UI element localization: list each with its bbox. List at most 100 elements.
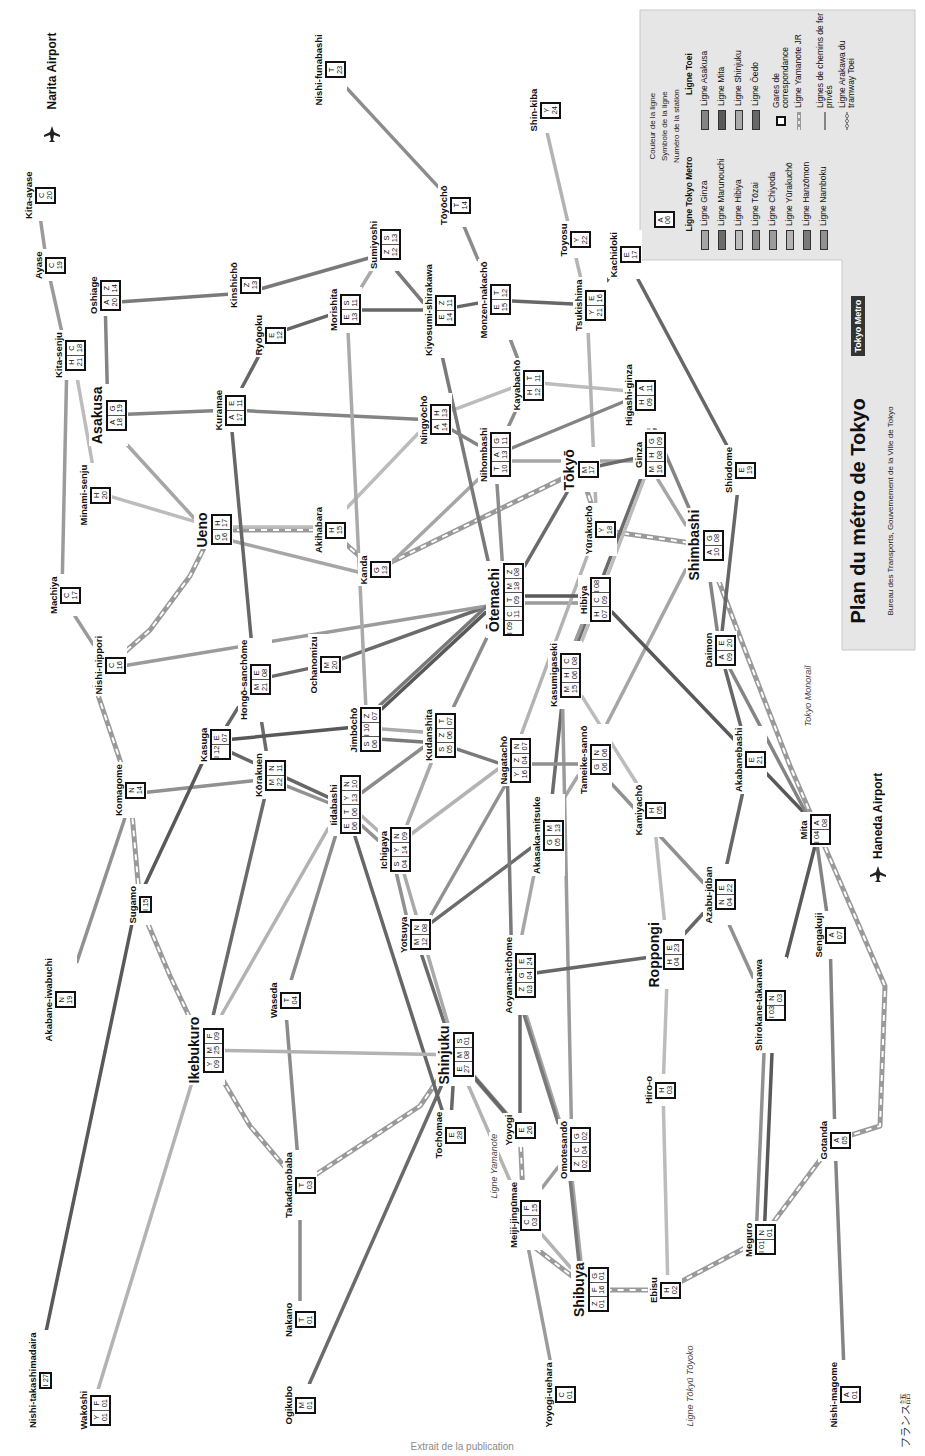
line-name: Ligne Yamanote [489,1132,499,1201]
metro-line-segment [600,459,634,466]
station-node: TōkyōM 17 [561,447,600,492]
station-name: Kita-ayase [24,171,34,219]
station-node: Aoyama-itchōmeZ 03G 04E 24 [503,935,537,1016]
metro-line-segment [511,341,518,358]
station-code: A 14 [432,420,449,433]
station-name: Kōrakuen [254,753,264,797]
station-name: Kachidoki [609,232,619,277]
station-code: A 05 [832,1134,849,1147]
station-name: Nakano [284,1303,294,1337]
station-code-box: A 14H 13 [430,404,451,435]
metro-line-segment [407,763,432,826]
legend-note: Couleur de la ligne [648,91,657,162]
station-name: Monzen-nakachō [479,261,489,338]
metro-line-segment [112,497,194,521]
metro-line-segment [227,708,238,726]
station-code-box: H 02 [660,1282,681,1299]
station-code-box: S 04Y 14N 09 [390,828,411,873]
yamanote-loop [95,470,885,1290]
station-name: Hibiya [579,586,589,615]
metro-line-segment [512,301,573,304]
legend-text: Ligne Ginza [700,181,709,226]
station-name: Aoyama-itchōme [504,937,514,1014]
station-name: Kuramae [214,390,224,431]
metro-line-segment [656,838,665,921]
station-code-box: T 03 [295,1177,316,1194]
station-code: N 01 [757,1226,774,1240]
station-code: T 06 [342,806,359,820]
legend-note: Symbole de la ligne [660,89,669,163]
metro-line-segment [147,781,253,792]
station-code: H 03 [657,1084,674,1097]
station-code: Y 14 [392,844,409,858]
station-code: Z 03 [517,983,534,996]
metro-line-segment [362,308,423,312]
station-code-box: H 07C 09I 08 [590,578,611,623]
station-name: Nishi-funabashi [314,34,324,105]
metro-line-segment [382,613,486,709]
legend-item: Ligne Shinjuku [734,12,743,130]
station-name: Mita [799,821,809,840]
station-code-box: M 15H 06C 08 [560,653,581,698]
station-code: M 18 [505,580,522,594]
station-code-box: M 16H 08G 09 [645,433,666,478]
station-code: M 21 [252,680,269,693]
station-code: I 08 [592,580,609,594]
station-code-box: A 18G 19 [106,400,127,431]
private-line-sample [825,112,826,130]
station-code: E 11 [227,397,244,411]
station-code: S 01 [455,1034,472,1048]
station-code-box: C 20 [35,187,56,204]
station-name: Ochanomizu [309,636,319,693]
legend-swatch [752,230,760,250]
legend-text: Ligne Chiyoda [768,172,777,226]
station-name: Akabanebashi [734,728,744,792]
station-name: Shiodome [724,447,734,493]
station-name: Toyosu [559,223,569,256]
metro-line-segment [272,669,308,677]
station-code-box: A 05 [830,1132,851,1149]
station-node: OchanomizuM 20 [308,634,342,695]
station-node: Minami-senjuH 20 [78,463,112,528]
station-code: A 08 [812,817,829,831]
metro-line-segment [75,616,93,644]
legend-swatch [701,230,709,250]
station-code: N 03 [767,992,784,1006]
station-name: Hiro-o [644,1076,654,1104]
station-code: E 16 [587,292,604,306]
station-code: N 19 [57,993,74,1006]
station-code: E 23 [665,941,682,955]
station-node: Kita-senjuH 21C 18 [53,330,87,380]
station-name: Tōkyō [562,449,577,490]
station-name: Kudanshita [424,709,434,761]
legend-item: Ligne Mita [717,12,726,130]
station-code-box: A 09E 20 [715,635,736,666]
station-node: Nishi-magomeA 01 [828,1360,862,1429]
metro-line-segment [524,1016,558,1123]
station-code-box: C 19 [45,257,66,274]
station-code-box: S 05Z 06T 07 [435,713,456,758]
station-code-box: Y 22 [570,231,591,248]
station-code: C 11 [505,608,522,622]
station-name: Kiyosumi-shirakawa [424,264,434,356]
legend-note: Numéro de la station [672,87,681,165]
station-node: Akabane-iwabuchiN 19 [43,956,77,1043]
station-code: H 02 [662,1284,679,1297]
legend-sample [776,112,786,130]
station-code-box: G 13 [370,561,391,578]
legend-text: Lignes de chemins de fer privés [816,12,835,108]
metro-line-segment [570,1181,579,1261]
station-node: ToyosuY 22 [558,221,592,258]
station-code-box: A 20Z 14 [100,280,121,311]
station-code-box: Y 18 [595,521,616,538]
station-node: GinzaM 16H 08G 09 [633,431,667,480]
station-code: C 17 [62,589,79,602]
station-code-box: C 01 [555,1386,576,1403]
station-code-box: T 04 [280,992,301,1009]
metro-line-segment [382,739,423,742]
station-node: RoppongiH 04E 23 [646,920,685,989]
station-code: F 09 [205,1030,222,1044]
station-code: C 09 [592,594,609,608]
station-code-box: Y 09M 25F 09 [203,1028,224,1073]
metro-line-segment [532,762,578,766]
